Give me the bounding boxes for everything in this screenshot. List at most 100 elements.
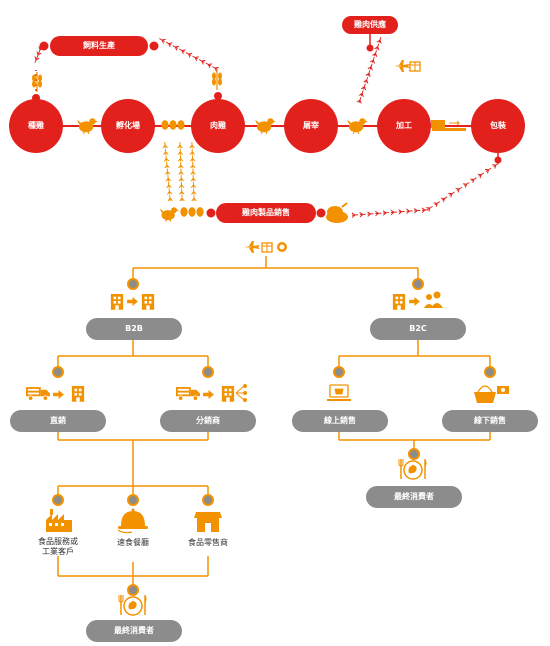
footprint-mark xyxy=(190,181,197,188)
connector-dot xyxy=(214,92,222,100)
footprint-mark xyxy=(440,194,449,203)
footprint-mark xyxy=(425,203,435,213)
package-icon xyxy=(409,61,421,72)
conveyor-icon xyxy=(431,120,466,131)
footprint-mark xyxy=(177,141,183,149)
footprint-mark xyxy=(197,57,206,65)
footprint-mark xyxy=(390,209,398,216)
hatchery-label: 孵化場 xyxy=(116,121,140,130)
footprint-mark xyxy=(204,60,213,69)
wheat-icon xyxy=(212,70,222,90)
building-icon xyxy=(141,294,155,310)
footprint-mark xyxy=(190,188,197,195)
footprint-mark xyxy=(163,154,170,162)
building-icon xyxy=(71,386,85,402)
footprint-mark xyxy=(162,148,169,155)
meal-icon xyxy=(398,458,428,480)
packaging-label: 包裝 xyxy=(490,121,506,130)
footprint-mark xyxy=(179,194,185,202)
arrow-icon xyxy=(203,390,214,399)
footprint-mark xyxy=(157,36,167,44)
slaughter-label: 屠宰 xyxy=(303,121,319,130)
coin-icon xyxy=(277,242,287,252)
egg-icon xyxy=(180,207,204,217)
roast-chicken-icon xyxy=(326,202,348,223)
building-icon xyxy=(221,386,235,402)
footprint-mark xyxy=(165,181,172,189)
footprint-mark xyxy=(177,155,184,162)
footprint-mark xyxy=(356,96,364,104)
offline-label: 線下銷售 xyxy=(474,416,506,425)
stage-circles xyxy=(9,99,525,164)
factory-icon xyxy=(46,509,72,532)
footprint-mark xyxy=(462,180,471,189)
footprint-mark xyxy=(358,89,366,98)
footprint-mark xyxy=(178,181,185,188)
footprint-mark xyxy=(382,209,390,216)
footprint-mark xyxy=(189,161,196,168)
footprint-mark xyxy=(469,175,479,184)
building-icon xyxy=(110,294,124,310)
money-icon xyxy=(497,386,509,394)
footprint-mark xyxy=(455,184,464,193)
broiler-farm-label: 肉雞 xyxy=(210,121,226,130)
footprint-mark xyxy=(32,56,40,64)
chicken-icon xyxy=(159,206,179,222)
footprint-mark xyxy=(166,188,173,195)
truck-icon xyxy=(26,386,50,401)
feed-node xyxy=(39,36,159,56)
cloche-icon xyxy=(117,508,148,534)
laptop-icon xyxy=(327,384,351,401)
footprint-mark xyxy=(189,155,196,162)
meal-icon xyxy=(118,594,148,616)
footprint-mark xyxy=(189,141,195,149)
sales-node xyxy=(206,203,326,223)
shop-icon xyxy=(194,512,222,532)
footprint-mark xyxy=(359,211,366,218)
footprint-mark xyxy=(191,194,197,202)
tree-dots xyxy=(52,278,496,596)
footprint-mark xyxy=(406,208,413,215)
footprint-mark xyxy=(178,188,185,195)
footprint-mark xyxy=(163,161,170,169)
b2b-label: B2B xyxy=(125,324,143,333)
footprint-mark xyxy=(414,207,421,214)
footprint-mark xyxy=(376,36,384,44)
tree-lines xyxy=(57,256,491,586)
building-icon xyxy=(392,294,406,310)
retailer-label: 食品零售商 xyxy=(188,538,228,547)
footprint-mark xyxy=(189,148,196,155)
footprint-mark xyxy=(165,174,172,182)
footprint-mark xyxy=(177,161,184,168)
food-service-label: 食品服務或工業客戶 xyxy=(38,537,78,556)
sales-label: 雞肉製品銷售 xyxy=(242,208,290,217)
arrow-icon xyxy=(127,297,138,306)
footprint-mark xyxy=(363,76,371,84)
footprint-mark xyxy=(166,194,174,202)
footprint-mark xyxy=(375,210,382,217)
footprint-mark xyxy=(398,208,405,215)
people-icon xyxy=(424,291,443,308)
footprint-mark xyxy=(447,189,457,198)
plane-icon xyxy=(394,60,410,72)
chicken-supply-label: 雞肉供應 xyxy=(354,20,386,29)
footprint-mark xyxy=(371,49,380,58)
footprint-mark xyxy=(367,62,375,71)
footprint-mark xyxy=(190,168,196,175)
footprint-mark xyxy=(477,170,486,179)
footprint-mark xyxy=(190,175,197,182)
footprint-mark xyxy=(433,199,442,208)
footprint-mark xyxy=(367,210,374,217)
footprint-mark xyxy=(365,69,373,78)
footprint-mark xyxy=(360,82,369,91)
restaurant-label: 速食餐廳 xyxy=(117,538,149,547)
footprint-mark xyxy=(178,175,185,182)
chicken-supply-node xyxy=(342,16,398,52)
package-icon xyxy=(261,242,273,253)
direct-label: 直銷 xyxy=(50,416,66,425)
feed-label: 飼料生產 xyxy=(83,41,115,50)
footprint-mark xyxy=(184,50,193,58)
footprint-mark xyxy=(351,212,359,218)
footprint-mark xyxy=(171,43,180,51)
